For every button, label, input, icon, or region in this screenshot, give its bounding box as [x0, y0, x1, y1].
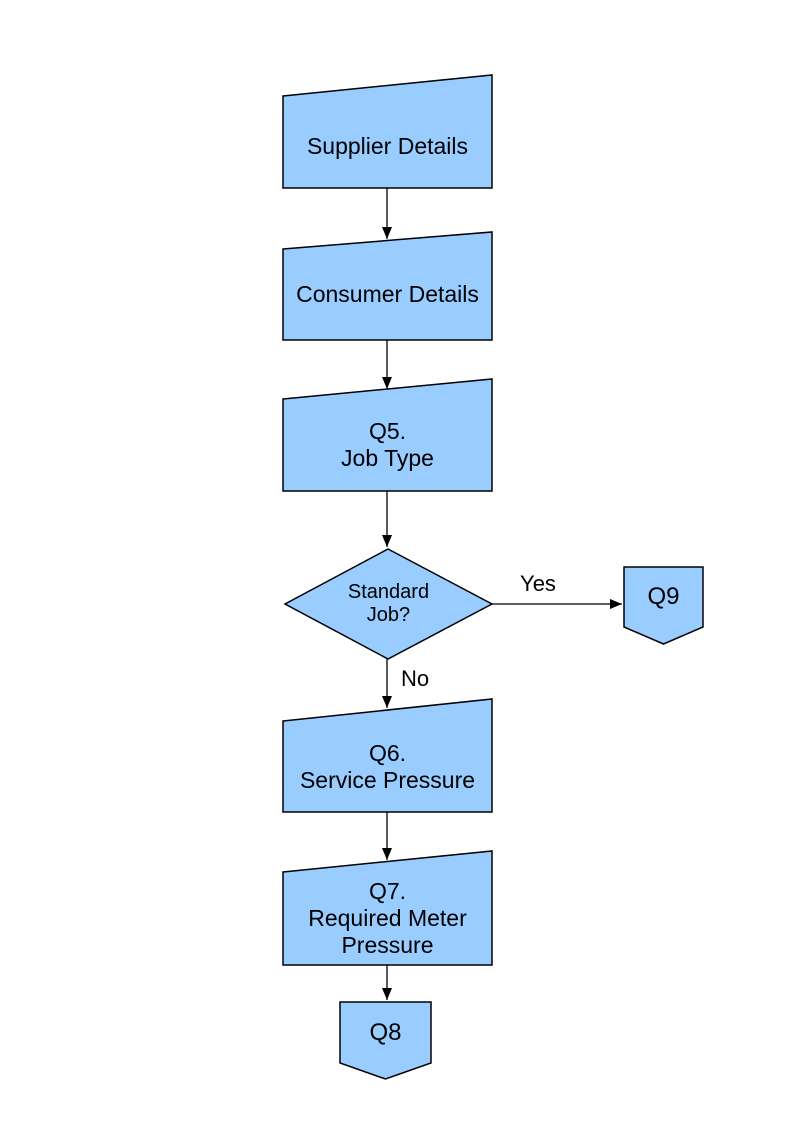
node-q7-required-meter-pressure-label: Q7. Required Meter Pressure [308, 878, 467, 958]
edge-label-no: No [400, 666, 430, 691]
node-q5-job-type-shape [282, 378, 493, 492]
node-q8-connector-label: Q8 [369, 1018, 402, 1046]
node-supplier-details-label: Supplier Details [306, 132, 469, 159]
node-q6-service-pressure-shape [282, 698, 493, 813]
edge-label-yes: Yes [520, 571, 556, 596]
node-supplier-details-shape [282, 74, 493, 189]
node-consumer-details-label: Consumer Details [296, 281, 479, 307]
node-consumer-details-shape [282, 231, 493, 341]
node-standard-job-decision-label: Standard Job? [347, 581, 430, 626]
node-q6-service-pressure-label: Q6. Service Pressure [299, 739, 476, 793]
node-q7-required-meter-pressure-shape [282, 850, 493, 966]
node-q5-job-type-label: Q5. Job Type [341, 418, 434, 471]
node-q9-connector-shape [623, 566, 704, 645]
node-q9-connector-label: Q9 [647, 583, 680, 610]
node-standard-job-decision-shape [283, 548, 494, 660]
node-q8-connector-shape [339, 1001, 432, 1080]
